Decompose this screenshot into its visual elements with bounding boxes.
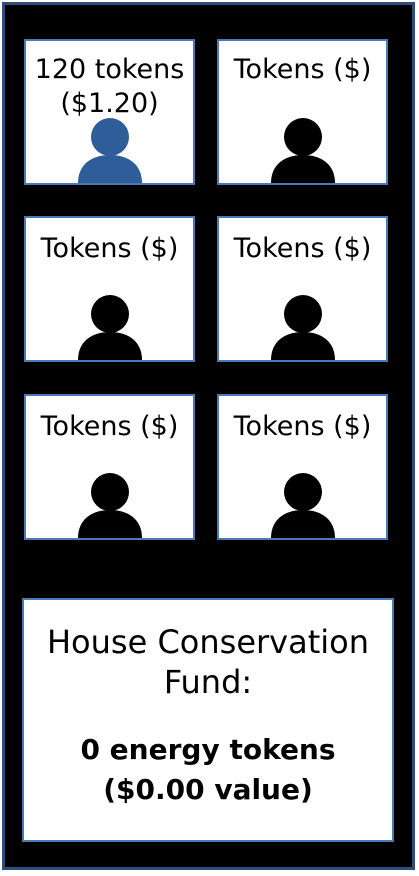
participant-value: ($1.20) (60, 88, 159, 119)
participant-tile-4: Tokens ($) (217, 216, 388, 362)
person-body (77, 155, 142, 183)
participant-label: Tokens ($) (219, 410, 386, 444)
participant-tokens: Tokens ($) (233, 233, 372, 264)
person-head (90, 473, 129, 511)
person-head (283, 118, 322, 156)
participant-tile-3: Tokens ($) (24, 216, 195, 362)
participant-tile-2: Tokens ($) (217, 39, 388, 185)
person-icon (270, 118, 335, 183)
person-icon (77, 295, 142, 360)
fund-dollar-value: ($0.00 value) (103, 773, 313, 806)
person-body (77, 332, 142, 360)
participant-tokens: Tokens ($) (233, 411, 372, 442)
participant-label: Tokens ($) (26, 410, 193, 444)
person-head (283, 473, 322, 511)
person-icon (270, 473, 335, 538)
person-head (283, 295, 322, 333)
participant-tokens: Tokens ($) (233, 54, 372, 85)
participant-label: Tokens ($) (26, 232, 193, 266)
fund-title: House Conservation Fund: (24, 622, 392, 702)
participant-tokens: Tokens ($) (40, 411, 179, 442)
participant-label: Tokens ($) (219, 53, 386, 87)
person-body (77, 510, 142, 538)
participant-tile-5: Tokens ($) (24, 394, 195, 540)
fund-amount: 0 energy tokens ($0.00 value) (24, 730, 392, 810)
person-icon (77, 118, 142, 183)
fund-title-line2: Fund: (163, 663, 253, 701)
person-body (270, 510, 335, 538)
house-conservation-fund-box: House Conservation Fund: 0 energy tokens… (22, 598, 394, 842)
person-head (90, 118, 129, 156)
person-icon (270, 295, 335, 360)
person-body (270, 155, 335, 183)
participant-tokens: 120 tokens (34, 54, 185, 85)
participant-tile-6: Tokens ($) (217, 394, 388, 540)
participant-tile-1: 120 tokens ($1.20) (24, 39, 195, 185)
person-head (90, 295, 129, 333)
person-icon (77, 473, 142, 538)
fund-title-line1: House Conservation (46, 623, 369, 661)
participant-label: 120 tokens ($1.20) (26, 53, 193, 121)
fund-token-count: 0 energy tokens (80, 733, 336, 766)
participant-label: Tokens ($) (219, 232, 386, 266)
person-body (270, 332, 335, 360)
participant-tokens: Tokens ($) (40, 233, 179, 264)
